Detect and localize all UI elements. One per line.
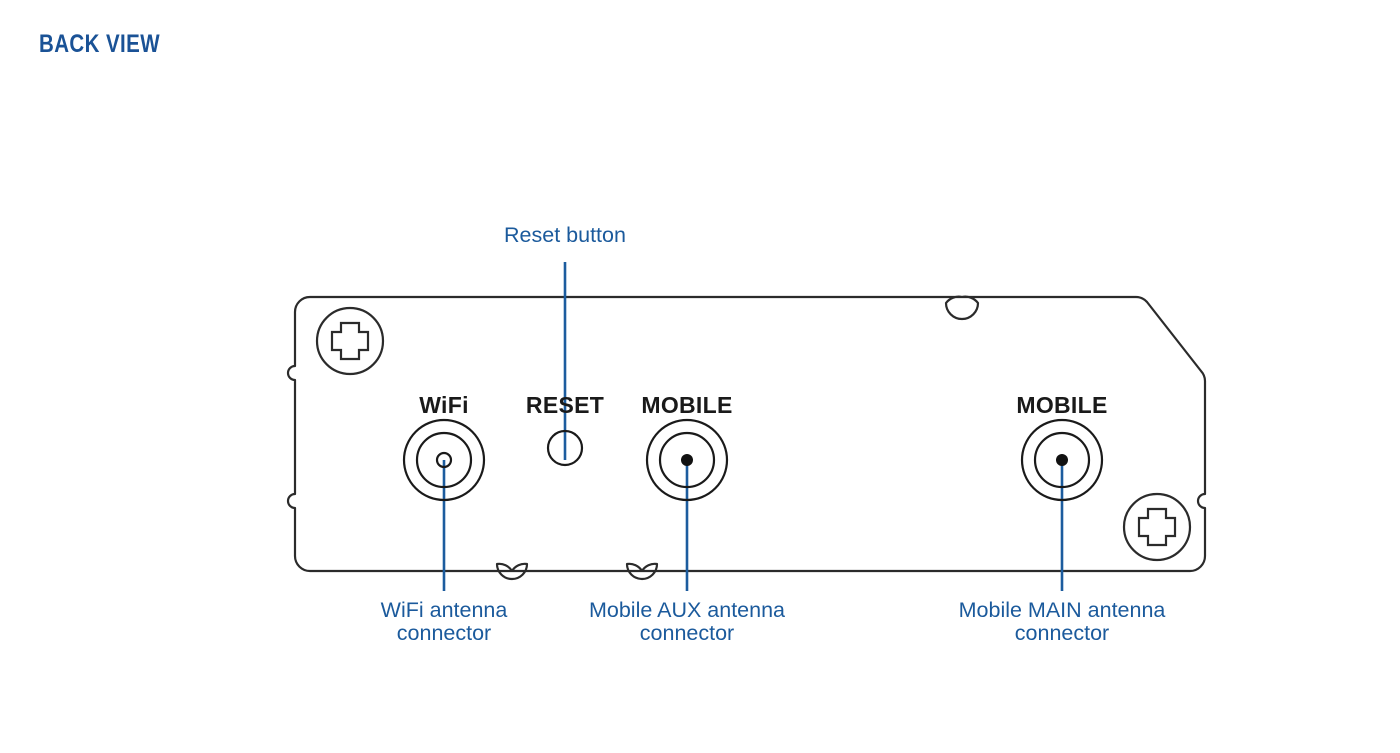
reset-button-hole[interactable] [546, 429, 584, 467]
screw-bottom-right [1122, 492, 1192, 562]
callout-wifi-line2: connector [397, 621, 491, 645]
mobile-aux-antenna-connector[interactable] [645, 418, 729, 502]
port-label-mobile-aux: MOBILE [641, 392, 732, 418]
page-title: BACK VIEW [39, 30, 161, 58]
callout-mobile-main-line1: Mobile MAIN antenna [959, 598, 1166, 622]
callout-wifi-line1: WiFi antenna [381, 598, 508, 622]
callout-reset-button: Reset button [504, 223, 626, 247]
device-body-outline [286, 295, 1207, 581]
port-label-reset: RESET [526, 392, 604, 418]
port-label-wifi: WiFi [419, 392, 469, 418]
mobile-main-antenna-connector[interactable] [1020, 418, 1104, 502]
screw-top-left [315, 306, 385, 376]
callout-mobile-main-line2: connector [1015, 621, 1109, 645]
wifi-antenna-connector[interactable] [402, 418, 486, 502]
callout-mobile-aux-line1: Mobile AUX antenna [589, 598, 785, 622]
callout-mobile-aux-line2: connector [640, 621, 734, 645]
callout-mobile-aux-antenna-connector: Mobile AUX antenna connector [589, 598, 785, 645]
callout-mobile-main-antenna-connector: Mobile MAIN antenna connector [959, 598, 1166, 645]
port-label-mobile-main: MOBILE [1016, 392, 1107, 418]
callout-wifi-antenna-connector: WiFi antenna connector [381, 598, 508, 645]
